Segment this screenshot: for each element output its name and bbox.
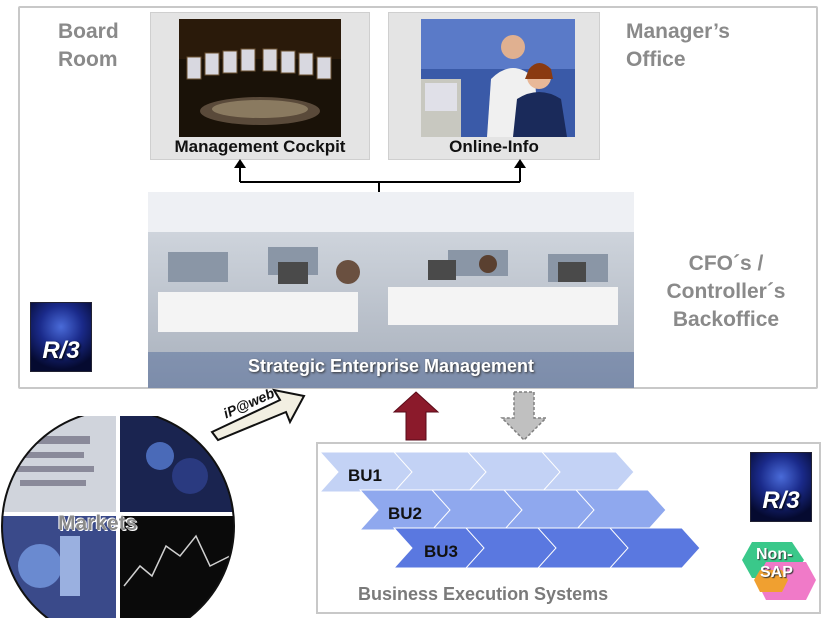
board-room-label: Board Room — [58, 18, 119, 74]
bu3-chevron-4 — [608, 527, 701, 569]
board-room-line1: Board — [58, 20, 119, 43]
backoffice-label: CFO´s / Controller´s Backoffice — [656, 250, 796, 334]
bu-chevrons — [320, 451, 701, 569]
r3-logo-bottom-text: R/3 — [762, 487, 800, 514]
non-sap-logo: Non- SAP — [742, 540, 816, 602]
bu2-label: BU2 — [388, 504, 423, 523]
up-arrow — [392, 391, 440, 441]
backoffice-line3: Backoffice — [672, 308, 780, 331]
non-sap-line2: SAP — [760, 564, 793, 581]
connector-arrows — [234, 159, 526, 192]
r3-logo-bottom: R/3 — [750, 452, 812, 522]
bu1-label: BU1 — [348, 466, 383, 485]
r3-logo-top-text: R/3 — [42, 337, 80, 364]
non-sap-line1: Non- — [756, 546, 793, 563]
down-arrow — [500, 391, 548, 442]
r3-logo-top: R/3 — [30, 302, 92, 372]
board-room-line2: Room — [58, 48, 118, 71]
managers-office-label: Manager’s Office — [626, 18, 730, 74]
business-execution-systems-label: Business Execution Systems — [358, 584, 609, 604]
bu3-label: BU3 — [424, 542, 459, 561]
web-arrow: iP@web — [208, 382, 308, 442]
non-sap-text: Non- SAP — [756, 546, 793, 582]
online-info-card: Online-Info — [388, 12, 600, 160]
managers-office-line2: Office — [626, 48, 686, 71]
sem-caption: Strategic Enterprise Management — [247, 356, 535, 376]
managers-office-photo — [421, 19, 575, 137]
management-cockpit-caption: Management Cockpit — [174, 137, 346, 156]
online-info-caption: Online-Info — [449, 137, 539, 156]
markets-circle: Markets — [0, 416, 236, 618]
board-room-photo — [179, 19, 341, 137]
backoffice-line2: Controller´s — [666, 280, 786, 303]
backoffice-line1: CFO´s / — [688, 252, 764, 275]
management-cockpit-card: Management Cockpit — [150, 12, 370, 160]
sem-photo: Strategic Enterprise Management — [148, 192, 634, 388]
managers-office-line1: Manager’s — [626, 20, 730, 43]
markets-label: Markets — [58, 512, 138, 535]
